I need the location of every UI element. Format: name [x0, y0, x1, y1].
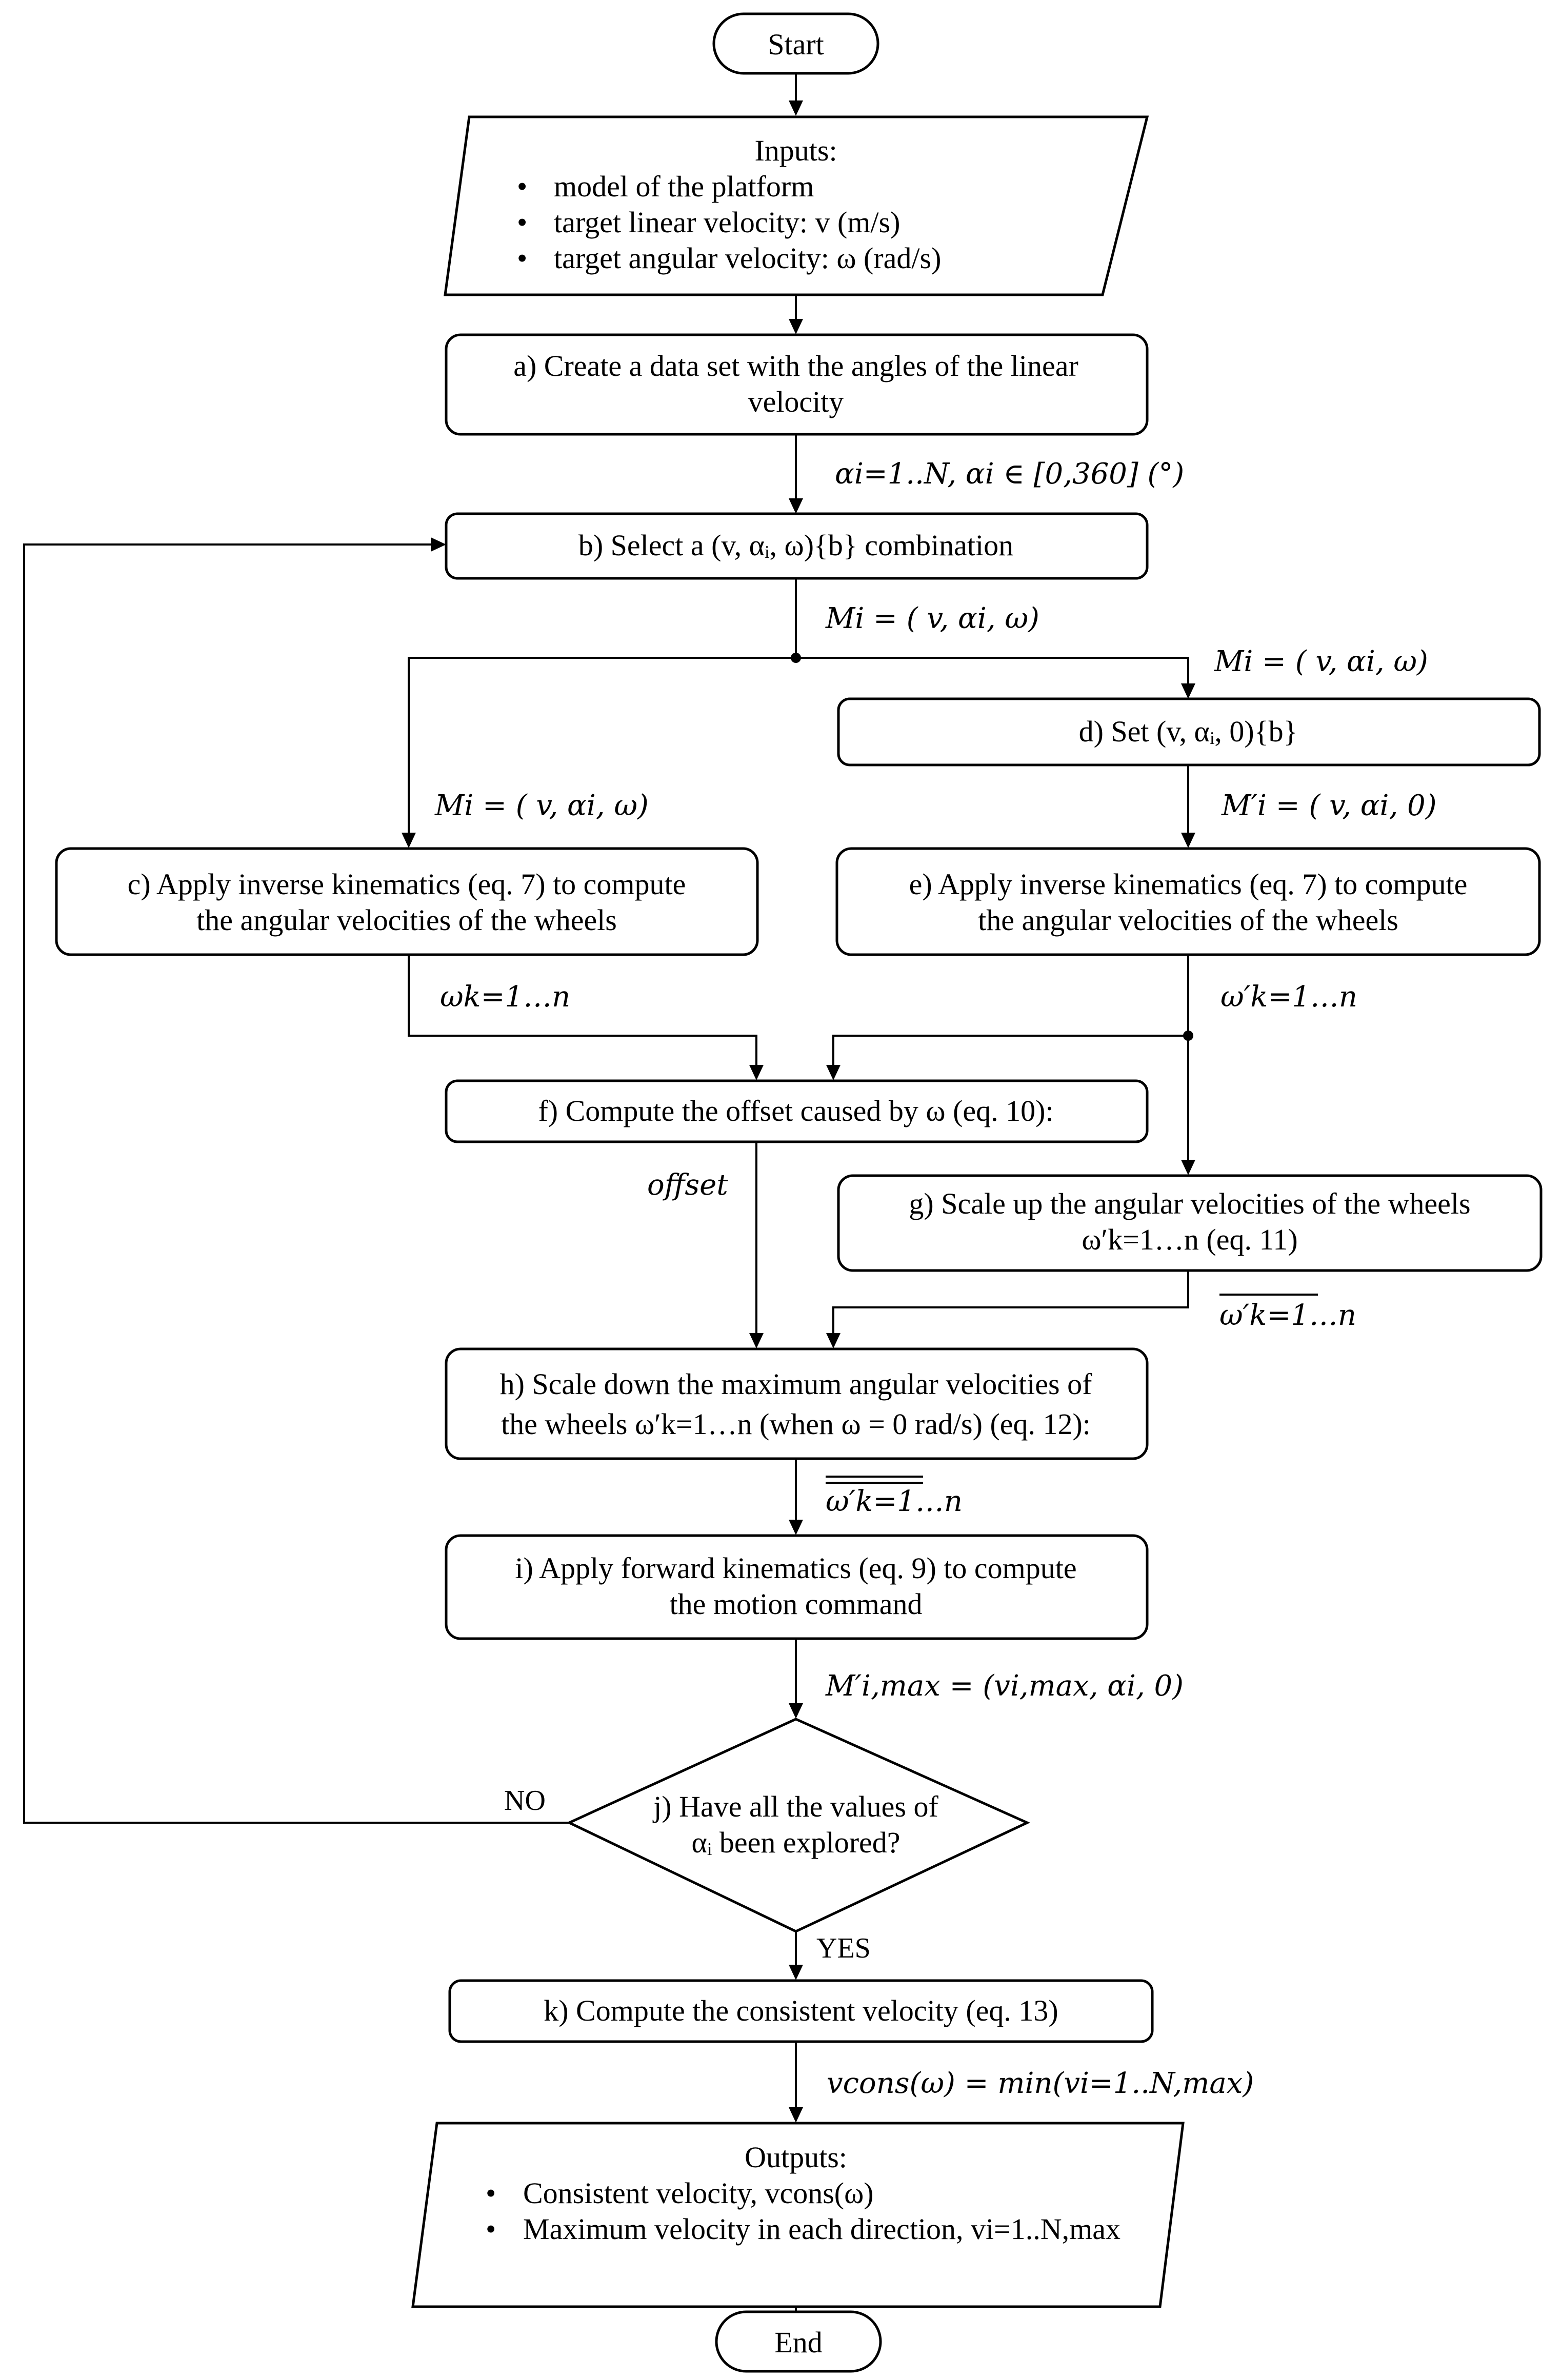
step-c-node: c) Apply inverse kinematics (eq. 7) to c…: [55, 847, 759, 956]
step-a-line-2: velocity: [748, 385, 844, 418]
step-g-node: g) Scale up the angular velocities of th…: [837, 1174, 1543, 1272]
step-g-line-2: ω′k=1…n (eq. 11): [1082, 1223, 1297, 1256]
step-h-line-1: h) Scale down the maximum angular veloci…: [500, 1367, 1093, 1401]
step-i-node: i) Apply forward kinematics (eq. 9) to c…: [445, 1534, 1149, 1640]
start-label: Start: [768, 28, 824, 61]
offset-label: offset: [647, 1168, 728, 1202]
outputs-item: Maximum velocity in each direction, vi=1…: [523, 2212, 1120, 2246]
edge-g-h: [832, 1270, 1189, 1344]
step-k-label: k) Compute the consistent velocity (eq. …: [544, 1994, 1058, 2027]
step-e-node: e) Apply inverse kinematics (eq. 7) to c…: [835, 847, 1541, 956]
step-i-line-2: the motion command: [670, 1587, 923, 1621]
edge-labels: αi=1..N, αi ∈ [0,360] (°) Mi = ( v, αi, …: [434, 457, 1437, 2100]
vcons-label: vcons(ω) = min(vi=1..N,max): [827, 2067, 1254, 2100]
edge-junction-d: [796, 657, 1189, 694]
end-node: End: [715, 2310, 882, 2373]
bullet-icon: •: [486, 2176, 496, 2210]
start-node: Start: [712, 12, 879, 75]
step-h-line-2: the wheels ω′k=1…n (when ω = 0 rad/s) (e…: [501, 1407, 1091, 1441]
arrowhead: [402, 833, 416, 848]
step-c-line-1: c) Apply inverse kinematics (eq. 7) to c…: [128, 868, 686, 901]
step-b-label: b) Select a (v, αᵢ, ω){b} combination: [578, 529, 1013, 562]
arrowhead: [789, 1703, 803, 1719]
step-k-node: k) Compute the consistent velocity (eq. …: [448, 1979, 1154, 2043]
bullet-icon: •: [517, 206, 527, 239]
omega-prime-bar-label: ω′k=1…n: [1219, 1299, 1356, 1332]
mi-b-label: Mi = ( v, αi, ω): [825, 602, 1039, 635]
step-e-line-1: e) Apply inverse kinematics (eq. 7) to c…: [909, 868, 1468, 901]
step-f-node: f) Compute the offset caused by ω (eq. 1…: [445, 1079, 1149, 1143]
step-d-node: d) Set (v, αᵢ, 0){b}: [837, 697, 1541, 767]
omega-k-label: ωk=1…n: [440, 980, 570, 1014]
inputs-item: model of the platform: [554, 170, 814, 203]
alpha-set-label: αi=1..N, αi ∈ [0,360] (°): [835, 457, 1184, 491]
mi-left-label: Mi = ( v, αi, ω): [434, 789, 649, 822]
step-g-line-1: g) Scale up the angular velocities of th…: [909, 1187, 1470, 1220]
omega-prime-k-label: ω′k=1…n: [1220, 980, 1357, 1014]
arrowhead: [789, 1520, 803, 1535]
arrowhead: [431, 537, 446, 552]
arrowhead: [749, 1333, 764, 1348]
inputs-title: Inputs:: [754, 134, 837, 167]
arrowhead: [789, 2107, 803, 2123]
inputs-node: Inputs: • model of the platform • target…: [444, 115, 1149, 296]
omega-prime-dbar-label: ω′k=1…n: [826, 1485, 963, 1518]
step-a-node: a) Create a data set with the angles of …: [445, 333, 1149, 436]
step-i-line-1: i) Apply forward kinematics (eq. 9) to c…: [515, 1551, 1076, 1585]
bullet-icon: •: [517, 241, 527, 275]
arrowhead: [1181, 833, 1195, 848]
step-c-line-2: the angular velocities of the wheels: [196, 903, 617, 937]
arrowhead: [749, 1065, 764, 1080]
step-a-line-1: a) Create a data set with the angles of …: [513, 349, 1078, 382]
step-f-label: f) Compute the offset caused by ω (eq. 1…: [538, 1094, 1053, 1127]
edge-junction-c: [408, 657, 796, 843]
end-label: End: [774, 2326, 822, 2359]
arrowhead: [789, 319, 803, 334]
bullet-icon: •: [517, 170, 527, 203]
arrowhead: [1181, 1160, 1195, 1175]
arrowhead: [789, 100, 803, 116]
mi-right-label: Mi = ( v, αi, ω): [1214, 645, 1428, 678]
arrowhead: [826, 1065, 840, 1080]
bullet-icon: •: [486, 2212, 496, 2246]
outputs-title: Outputs:: [745, 2141, 847, 2174]
edge-junction-f: [832, 1035, 1188, 1076]
decision-j-line-1: j) Have all the values of: [652, 1790, 938, 1823]
inputs-item: target linear velocity: v (m/s): [554, 206, 900, 239]
mi-max-label: M′i,max = (vi,max, αi, 0): [825, 1669, 1184, 1703]
step-b-node: b) Select a (v, αᵢ, ω){b} combination: [445, 512, 1149, 580]
mi-prime-label: M′i = ( v, αi, 0): [1221, 789, 1437, 822]
decision-j-line-2: αᵢ been explored?: [691, 1826, 900, 1859]
step-e-line-2: the angular velocities of the wheels: [978, 903, 1398, 937]
yes-label: YES: [816, 1932, 871, 1964]
decision-j-node: j) Have all the values of αᵢ been explor…: [566, 1718, 1030, 1933]
arrowhead: [826, 1333, 840, 1348]
inputs-item: target angular velocity: ω (rad/s): [554, 241, 941, 275]
step-h-node: h) Scale down the maximum angular veloci…: [445, 1347, 1149, 1460]
outputs-item: Consistent velocity, vcons(ω): [523, 2176, 874, 2210]
outputs-node: Outputs: • Consistent velocity, vcons(ω)…: [411, 2122, 1185, 2308]
edge-j-b-loop: [23, 543, 569, 1824]
arrowhead: [789, 498, 803, 514]
arrowhead: [1181, 683, 1195, 699]
no-label: NO: [504, 1785, 546, 1817]
edge-c-f: [408, 955, 757, 1076]
step-d-label: d) Set (v, αᵢ, 0){b}: [1079, 715, 1298, 748]
arrowhead: [789, 1965, 803, 1980]
